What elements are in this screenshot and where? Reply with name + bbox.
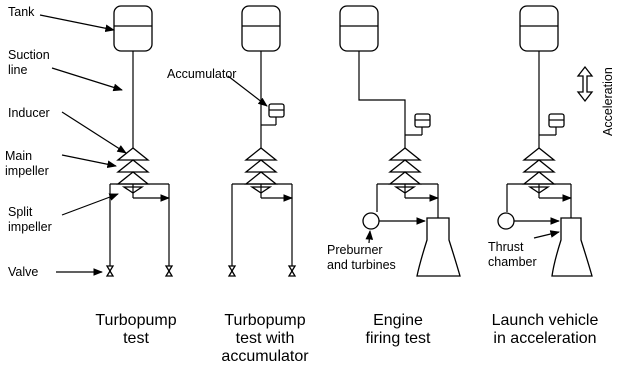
acceleration-arrow — [576, 65, 594, 103]
tank-1 — [113, 5, 153, 52]
config-turbopump-test — [105, 5, 174, 277]
accumulator-3 — [405, 113, 431, 136]
label-accumulator: Accumulator — [167, 67, 236, 81]
caption-1-line-1: Turbopump — [95, 312, 176, 329]
pump-2 — [231, 147, 293, 266]
label-thrust-2: chamber — [488, 255, 537, 269]
label-tank: Tank — [8, 5, 35, 19]
suction-line-3 — [358, 51, 406, 148]
tank-3 — [339, 5, 379, 52]
label-split-impeller-2: impeller — [8, 220, 52, 234]
caption-4-line-2: in acceleration — [493, 330, 596, 347]
tank-4 — [519, 5, 559, 52]
config-turbopump-accumulator — [227, 5, 297, 277]
accumulator-2 — [261, 103, 285, 126]
tank-2 — [241, 5, 281, 52]
label-valve: Valve — [8, 265, 38, 279]
labels: Tank Suction line Accumulator Inducer Ma… — [5, 5, 615, 279]
captions: Turbopump test Turbopump test with accum… — [95, 312, 598, 365]
accumulator-4 — [539, 113, 565, 136]
label-inducer: Inducer — [8, 106, 50, 120]
label-acceleration: Acceleration — [601, 67, 615, 136]
leader-arrows — [39, 14, 560, 276]
caption-3-line-2: firing test — [366, 330, 431, 347]
label-preburner-1: Preburner — [327, 243, 383, 257]
valves-2 — [227, 265, 297, 277]
pump-3 — [376, 147, 439, 218]
pump-1 — [109, 147, 170, 266]
caption-3-line-1: Engine — [373, 312, 423, 329]
config-engine-firing — [339, 5, 461, 277]
label-thrust-1: Thrust — [488, 240, 524, 254]
caption-2-line-1: Turbopump — [224, 312, 305, 329]
label-main-impeller-1: Main — [5, 149, 32, 163]
config-launch-vehicle — [497, 5, 594, 277]
thrust-chamber-4 — [551, 217, 593, 277]
label-suction-line-2: line — [8, 63, 28, 77]
label-preburner-2: and turbines — [327, 258, 396, 272]
pump-4 — [506, 147, 572, 218]
caption-2-line-3: accumulator — [221, 348, 309, 365]
label-suction-line-1: Suction — [8, 48, 50, 62]
valves-1 — [105, 265, 174, 277]
label-split-impeller-1: Split — [8, 205, 33, 219]
caption-4-line-1: Launch vehicle — [492, 312, 599, 329]
preburner-3 — [362, 212, 426, 230]
label-main-impeller-2: impeller — [5, 164, 49, 178]
preburner-4 — [497, 212, 560, 230]
caption-2-line-2: test with — [236, 330, 295, 347]
thrust-chamber-3 — [416, 217, 461, 277]
caption-1-line-2: test — [123, 330, 149, 347]
